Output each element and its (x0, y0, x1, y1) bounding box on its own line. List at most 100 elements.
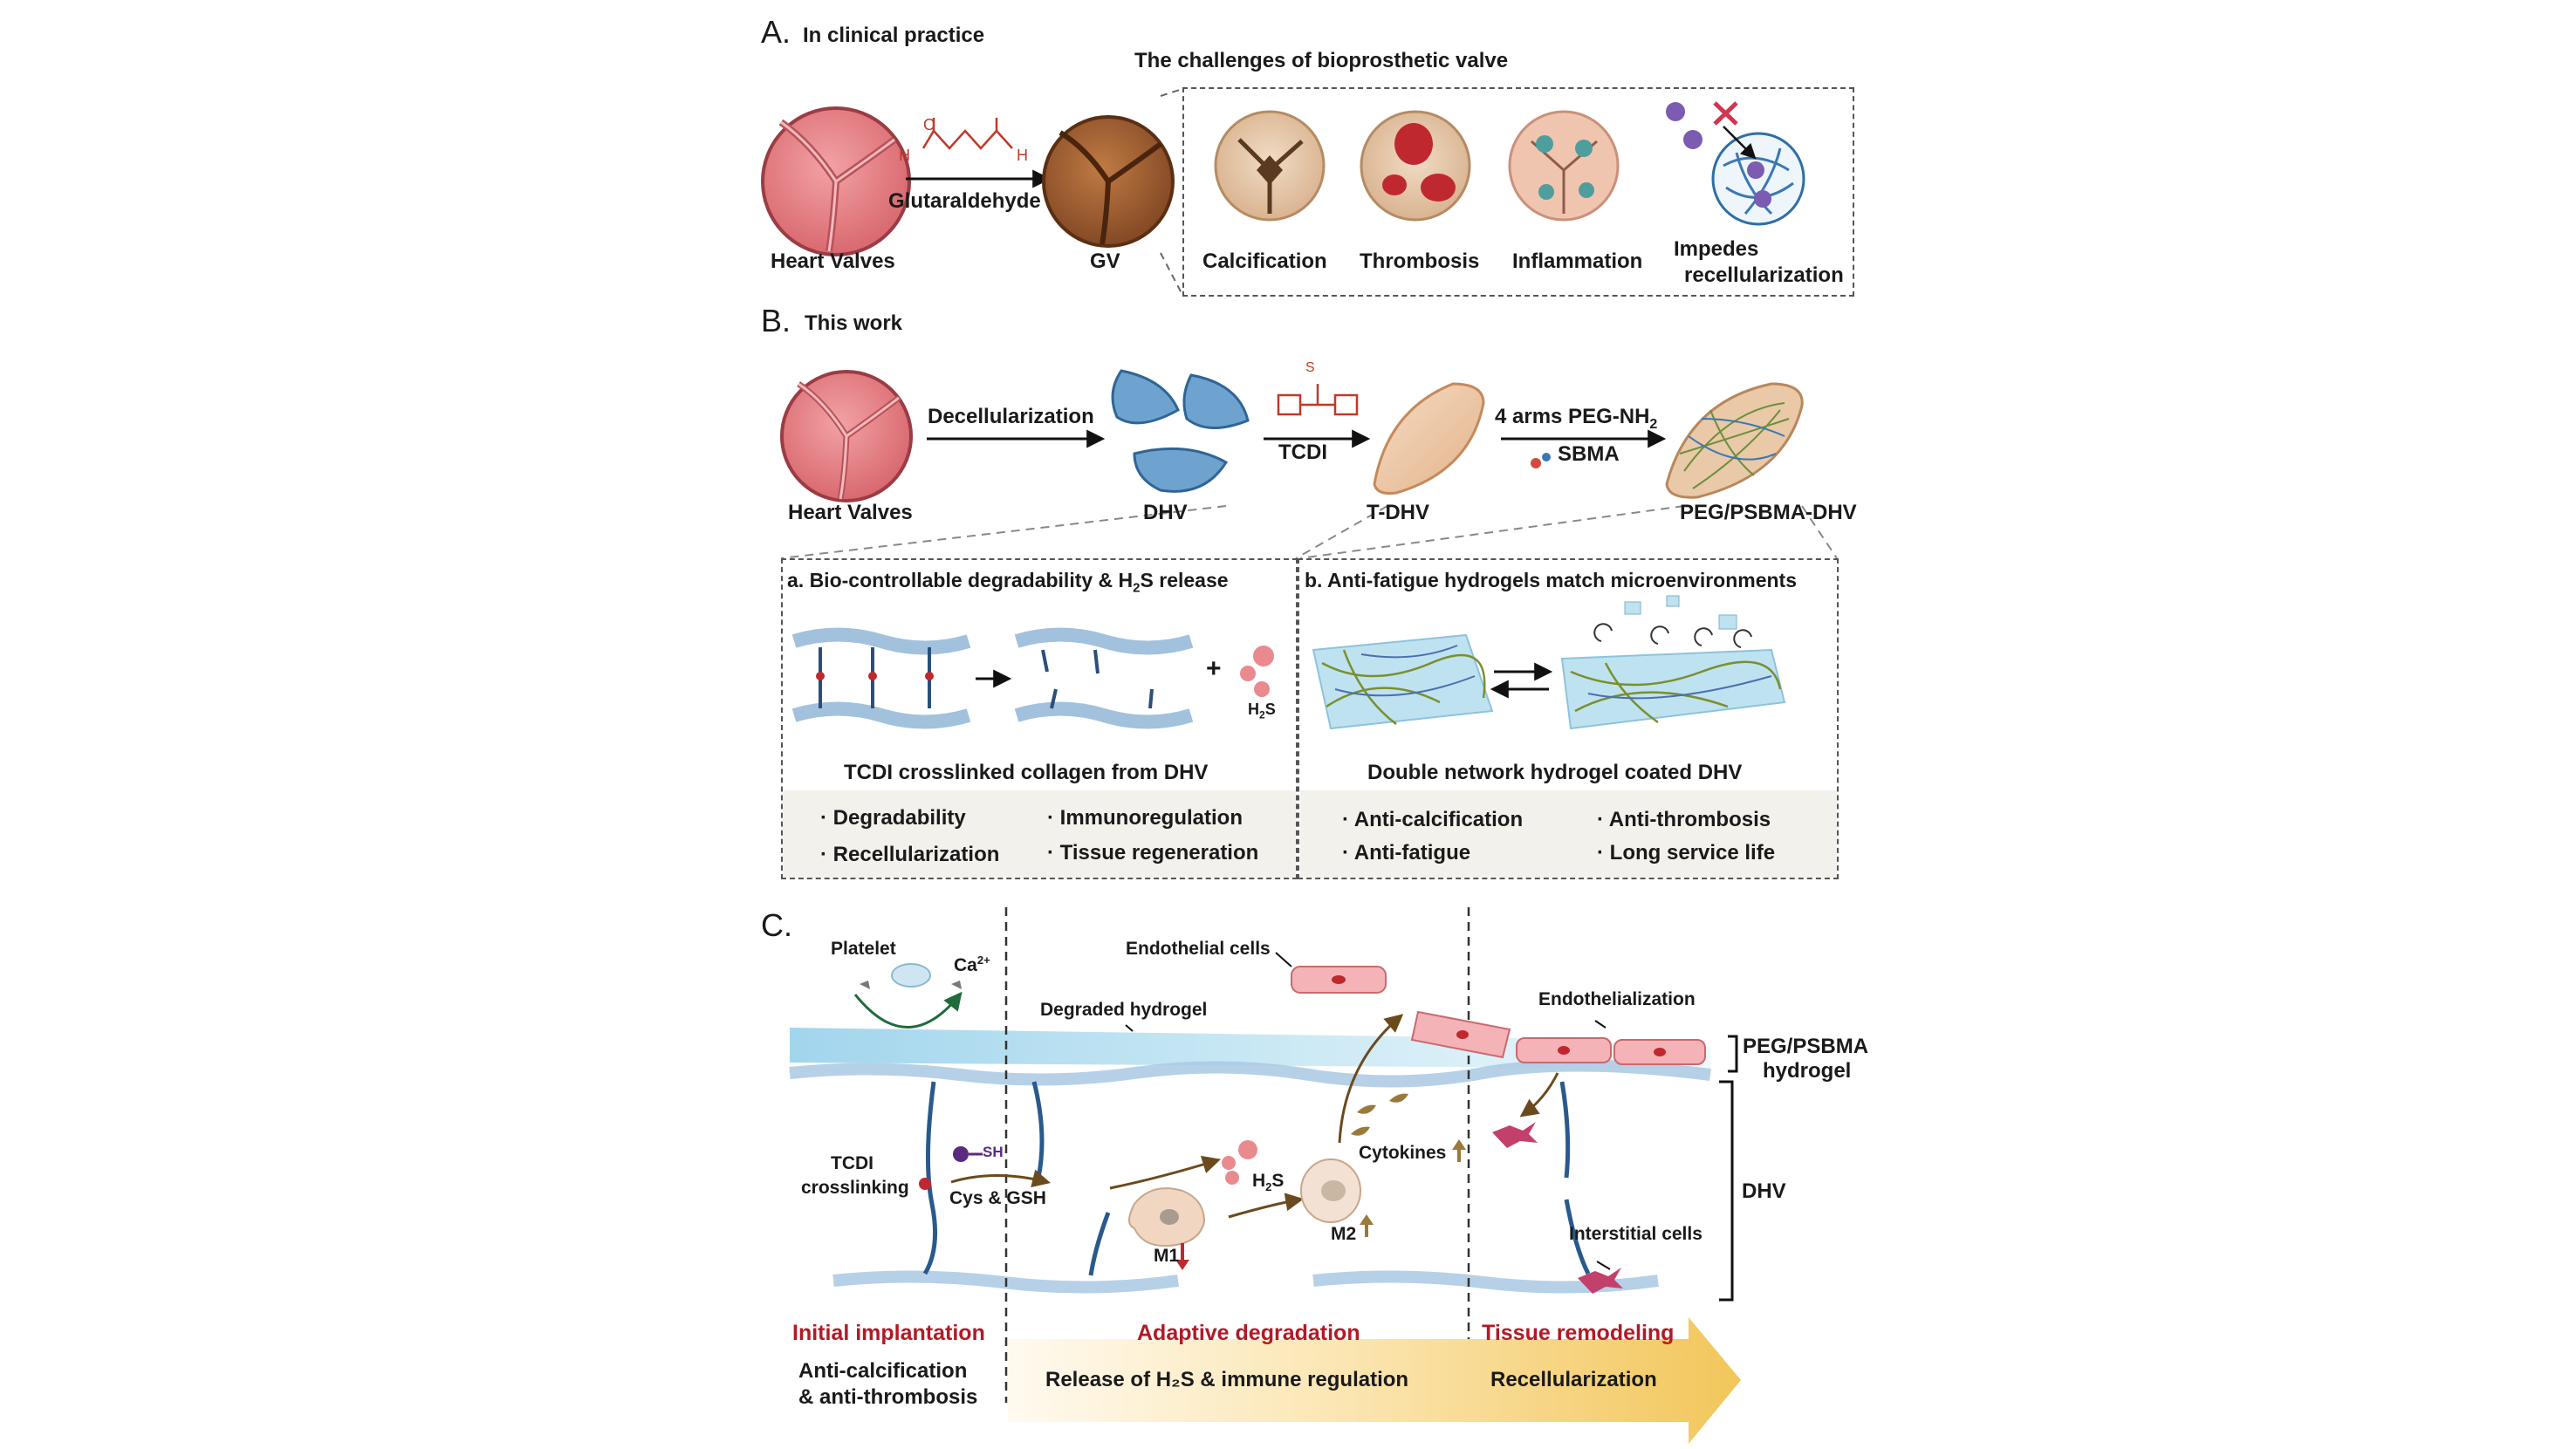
h2s-h: H (1252, 1171, 1266, 1191)
platelet-icon (853, 963, 963, 1029)
cytokine-icons (1351, 1093, 1408, 1136)
m1-label: M1 (1154, 1246, 1180, 1266)
dhv-label: DHV (1143, 501, 1188, 524)
sh-label: SH (983, 1144, 1004, 1160)
box-b (1298, 558, 1839, 879)
outcome-anti-calcification: Anti-calcification (798, 1359, 968, 1383)
tcdi-crosslinks (922, 1081, 1591, 1276)
stage-adaptive-degradation: Adaptive degradation (1137, 1321, 1360, 1345)
h2s-label: H2S (1252, 1171, 1284, 1193)
gv-valve-icon (1042, 115, 1175, 248)
stage-initial-implantation: Initial implantation (792, 1321, 985, 1345)
ca-text: Ca (954, 955, 977, 975)
m2-label: M2 (1331, 1224, 1357, 1244)
tcdi-crosslinking-label-2: crosslinking (801, 1178, 909, 1198)
peg-label-sub: 2 (1649, 416, 1658, 432)
tcdi-structure-icon (1277, 384, 1359, 416)
interstitial-cell-icon (1492, 1122, 1623, 1294)
sbma-molecule-icon (1531, 453, 1551, 468)
endothelial-cells-label: Endothelial cells (1126, 939, 1271, 959)
box-a-plus: + (1206, 654, 1222, 683)
ca-sup: 2+ (976, 953, 990, 967)
challenges-box (1182, 87, 1854, 297)
m1-down-arrow-icon (1175, 1243, 1189, 1270)
feature-anti-calcification: · Anti-calcification (1342, 808, 1524, 831)
feature-immunoregulation: · Immunoregulation (1047, 806, 1243, 830)
tcdi-label: TCDI (1278, 441, 1327, 464)
h2s-molecule-icon (1222, 1140, 1257, 1185)
box-a-title: a. Bio-controllable degradability & H2S … (787, 569, 1229, 596)
gv-label: GV (1090, 249, 1120, 273)
outcome-recellularization: Recellularization (1490, 1368, 1657, 1391)
panel-c-letter: C. (761, 907, 792, 943)
box-a-title-post: S release (1140, 569, 1229, 591)
panel-a-letter: A. (761, 14, 791, 50)
cytokines-label: Cytokines (1359, 1143, 1447, 1163)
reagent-label: Glutaraldehyde (888, 189, 1041, 213)
feature-anti-thrombosis: · Anti-thrombosis (1597, 808, 1771, 831)
box-b-features (1300, 790, 1837, 878)
box-a-title-pre: a. Bio-controllable degradability & H (787, 569, 1134, 591)
feature-tissue-regeneration: · Tissue regeneration (1047, 841, 1259, 865)
challenge-inflammation: Inflammation (1512, 249, 1643, 273)
dhv-bracket (1719, 1080, 1734, 1302)
heart-valve-icon-b (780, 370, 913, 502)
chem-h-right: H (1017, 147, 1028, 164)
progress-arrow (1008, 1317, 1741, 1444)
tcdi-crosslinking-label-1: TCDI (831, 1153, 874, 1173)
feature-long-service-life: · Long service life (1597, 841, 1776, 865)
peg-psbma-dhv-icon (1665, 382, 1804, 499)
peg-psbma-label: PEG/PSBMA (1743, 1035, 1869, 1058)
stage-tissue-remodeling: Tissue remodeling (1482, 1321, 1675, 1345)
peg-psbma-dhv-label: PEG/PSBMA-DHV (1680, 501, 1857, 524)
cys-gsh-label: Cys & GSH (949, 1188, 1046, 1208)
sbma-label: SBMA (1558, 442, 1620, 466)
challenge-calcification: Calcification (1202, 249, 1327, 273)
endothelialization-label: Endothelialization (1538, 989, 1696, 1009)
box-a (781, 558, 1298, 879)
interstitial-cells-label: Interstitial cells (1569, 1224, 1702, 1244)
thrombosis-icon (1360, 110, 1471, 222)
box-a-title-sub: 2 (1133, 580, 1141, 596)
hydrogel-bracket (1728, 1035, 1738, 1073)
dhv-bracket-label: DHV (1742, 1179, 1786, 1203)
collagen-crosslink-illustration (791, 627, 1274, 729)
ca-label: Ca2+ (954, 953, 990, 976)
feature-anti-fatigue: · Anti-fatigue (1342, 841, 1471, 865)
tdhv-label: T-DHV (1367, 501, 1429, 524)
inflammation-icon (1508, 110, 1620, 222)
impedes-recellularization-icon (1666, 101, 1805, 226)
sh-molecule-icon (953, 1146, 983, 1162)
h2s-s: S (1271, 1171, 1285, 1191)
endothelialized-cells (1410, 1010, 1706, 1065)
glutaraldehyde-structure-icon (921, 118, 1013, 150)
peg-label-text: 4 arms PEG-NH (1495, 405, 1650, 428)
chem-h-left: H (899, 147, 910, 164)
box-b-title: b. Anti-fatigue hydrogels match microenv… (1305, 569, 1798, 591)
double-network-hydrogel-illustration (1312, 595, 1786, 730)
hydrogel-label: hydrogel (1763, 1059, 1852, 1083)
platelet-label: Platelet (831, 939, 896, 959)
box-a-h2s-h: H (1248, 701, 1259, 718)
box-a-h2s-s: S (1264, 701, 1276, 718)
tdhv-leaflet-icon (1373, 382, 1485, 495)
box-a-caption: TCDI crosslinked collagen from DHV (844, 761, 1209, 784)
box-b-caption: Double network hydrogel coated DHV (1367, 761, 1743, 784)
challenge-impedes: Impedes (1674, 237, 1759, 261)
calcification-icon (1214, 110, 1326, 222)
box-a-h2s-sub: 2 (1259, 708, 1265, 721)
chem-o-label: O (923, 116, 936, 133)
panel-a-heading: In clinical practice (803, 24, 985, 47)
h2s-sub: 2 (1265, 1180, 1272, 1194)
challenge-thrombosis: Thrombosis (1360, 249, 1480, 273)
box-a-features (783, 790, 1296, 878)
panel-b-letter: B. (761, 303, 791, 338)
tcdi-s-label: S (1305, 360, 1315, 375)
feature-degradability: · Degradability (820, 806, 966, 830)
outcome-h2s-immune: Release of H₂S & immune regulation (1045, 1368, 1409, 1391)
m2-up-arrow-icon (1360, 1214, 1374, 1237)
cytokines-up-arrow-icon (1452, 1139, 1466, 1162)
crosslink-node (919, 1178, 931, 1190)
decellularization-label: Decellularization (928, 405, 1094, 428)
degraded-hydrogel-label: Degraded hydrogel (1040, 1000, 1208, 1020)
